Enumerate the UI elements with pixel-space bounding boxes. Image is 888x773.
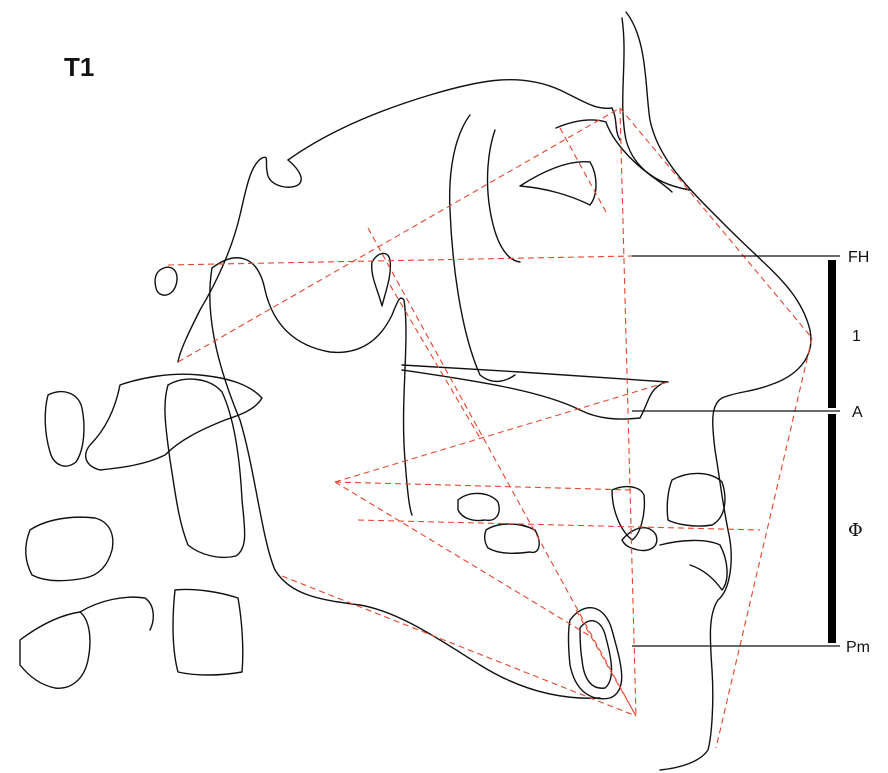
n-to-pogonion [619,107,813,339]
anatomical-tracing [19,11,812,771]
sella-region [177,156,302,363]
gonial-line [575,609,637,717]
lip-contour [659,539,728,591]
lower-segment-label: Φ [848,520,863,541]
nasal-bone [621,17,691,191]
pterygomaxillary-fissure [370,252,392,307]
fh-label: FH [848,249,869,266]
mandibular-ramus [211,257,413,516]
occlusal-line-1 [334,481,633,491]
nasion-perpendicular [619,107,637,717]
figure-title: T1 [64,52,94,82]
orbit-rim [555,119,673,193]
lower-incisor [621,527,658,552]
lower-molar [483,523,540,554]
orbit-line [559,127,607,213]
palatal-plane [401,364,669,383]
upper-lip [666,472,726,527]
maxilla-lower [401,369,666,420]
pm-label: Pm [846,639,870,656]
vertebra-c4 [19,611,91,689]
symphysis [567,607,623,700]
y-axis-line [367,227,637,717]
mandible-lower-border [209,267,601,699]
mandibular-plane [281,575,637,717]
orbit [519,161,597,206]
vertebra-c2-body [164,378,246,559]
soft-tissue-profile [625,11,812,771]
esthetic-line [715,337,813,749]
functional-occlusal-plane [357,519,761,531]
sella-nasion-line [177,107,621,363]
upper-segment-label: 1 [852,328,861,345]
symphysis-inner [579,620,613,689]
occlusal-line-2 [334,481,591,637]
upper-molar [457,492,500,522]
anterior-cranial-base [287,78,621,161]
frankfort-horizontal-line [167,255,633,266]
zygomatic-contour [486,129,521,263]
vertebra-c4-b [172,588,244,676]
upper-incisor [611,485,646,541]
vertebra-c2 [84,373,263,471]
spinal-process [79,596,154,631]
maxilla-contour [448,114,516,383]
atlas [154,266,178,296]
basion-line [334,381,669,483]
vertebra-c3-b [44,391,85,467]
a-label: A [852,404,863,421]
vertebra-c3 [25,516,114,582]
construction-lines [167,107,813,749]
reference-levels: FH A Pm 1 Φ [632,249,870,656]
